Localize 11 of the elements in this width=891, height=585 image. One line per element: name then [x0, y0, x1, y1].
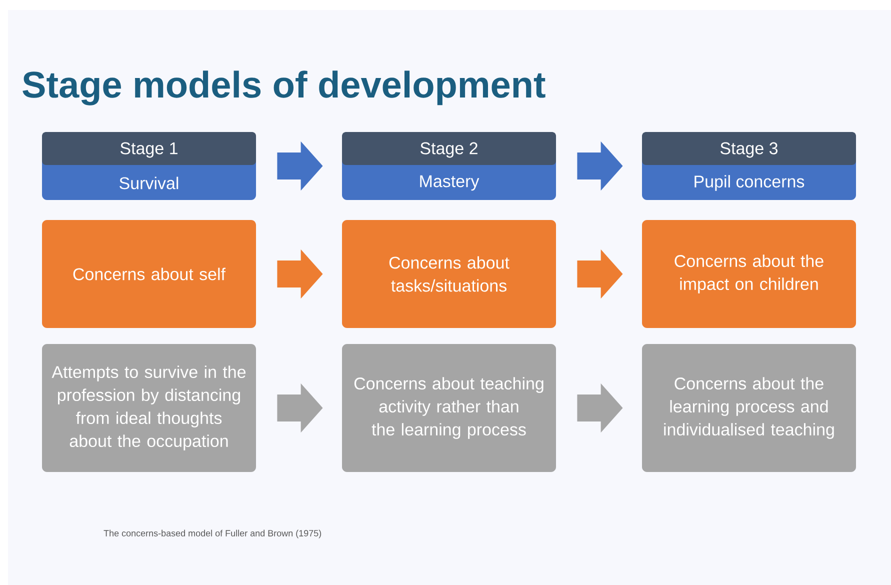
concern-box: Concerns about tasks/situations [342, 220, 556, 328]
description-box: Attempts to survive in the profession by distancing from ideal thoughts about the occupation [42, 344, 256, 472]
stage-box: Stage 3 Pupil concerns [642, 132, 856, 200]
stage-box: Stage 1 Survival [42, 132, 256, 200]
concern-box: Concerns about the impact on children [642, 220, 856, 328]
concern-box: Concerns about self [42, 220, 256, 328]
title: Stage models of development [22, 70, 546, 106]
stage-box: Stage 2 Mastery [342, 132, 556, 200]
description-box: Concerns about teaching activity rather than the learning process [342, 344, 556, 472]
caption: The concerns-based model of Fuller and Brown (1975) [104, 530, 322, 538]
description-box: Concerns about the learning process and individualised teaching [642, 344, 856, 472]
